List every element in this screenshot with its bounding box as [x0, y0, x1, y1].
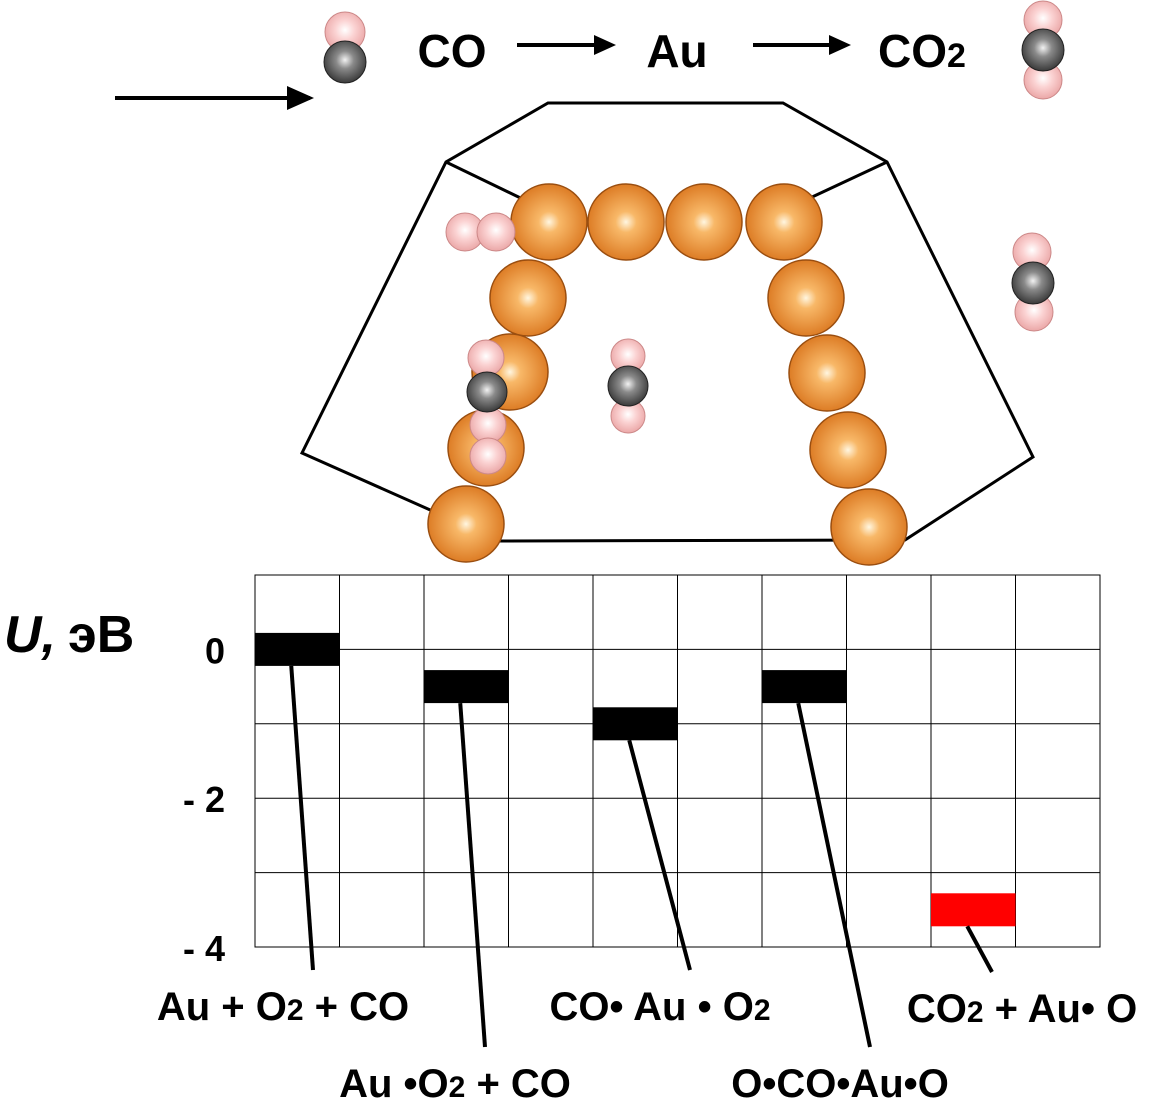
state-label-part: CO	[511, 1062, 571, 1103]
state-label-part: Au	[339, 1062, 403, 1103]
gold-atom	[489, 259, 567, 337]
co2-molecule-icon	[1021, 0, 1065, 100]
state-label-part: O	[256, 985, 287, 1029]
state-label-part: O	[731, 1062, 762, 1103]
state-label-part: O	[1095, 987, 1137, 1031]
leader-line	[796, 702, 872, 1048]
state-label-part: •	[1081, 987, 1095, 1031]
state-label-part: •	[904, 1062, 918, 1103]
state-label-part: +	[304, 985, 350, 1029]
state-label-part: •	[836, 1062, 850, 1103]
state-label-subscript: 2	[449, 1071, 466, 1103]
product-main: CO	[878, 25, 947, 77]
state-label: Au + O2 + CO	[157, 985, 409, 1029]
product-subscript: 2	[947, 37, 966, 75]
state-label-part: •	[404, 1062, 418, 1103]
state-label-part: O	[918, 1062, 949, 1103]
state-label-part: +	[465, 1062, 511, 1103]
state-label-part: CO	[349, 985, 409, 1029]
state-label-part: Au	[624, 985, 698, 1029]
reactant-label: CO	[418, 25, 487, 77]
state-label-part: CO	[907, 987, 967, 1031]
gold-atom	[427, 485, 505, 563]
state-label-subscript: 2	[967, 996, 984, 1029]
state-label-part: Au	[157, 985, 210, 1029]
y-axis-ticks: 0 - 2 - 4	[183, 630, 225, 969]
state-label: Au •O2 + CO	[339, 1062, 571, 1103]
co-o2-adsorbed-complex-icon	[466, 339, 508, 475]
state-label-subscript: 2	[287, 994, 304, 1027]
state-label-part: CO	[549, 985, 609, 1029]
energy-level-bar	[255, 632, 340, 666]
y-axis-symbol: U,	[4, 606, 56, 664]
reaction-header: CO Au CO2	[115, 0, 1065, 110]
state-label-part: •	[609, 985, 623, 1029]
incoming-arrow-head	[287, 86, 314, 110]
gold-atom	[745, 183, 823, 261]
y-axis-unit: эВ	[68, 606, 134, 664]
gold-atom	[809, 411, 887, 489]
chart-grid	[254, 574, 1101, 948]
energy-level-bar	[931, 893, 1016, 927]
product-label: CO2	[878, 25, 966, 77]
state-label-part: +	[984, 987, 1028, 1031]
state-label-part: CO	[776, 1062, 836, 1103]
co2-desorbed-molecule-icon	[1011, 232, 1055, 332]
gold-atom	[587, 183, 665, 261]
state-label-part: +	[210, 985, 256, 1029]
energy-level-bar	[424, 670, 509, 704]
state-label: O•CO•Au•O	[731, 1062, 949, 1103]
arrow-2-head	[829, 35, 851, 55]
gold-atom	[788, 334, 866, 412]
state-label-part: O	[712, 985, 754, 1029]
state-label-part: •	[698, 985, 712, 1029]
state-label-part: Au	[1028, 987, 1081, 1031]
y-tick-label: - 2	[183, 779, 225, 820]
energy-level-bar	[762, 670, 847, 704]
arrow-1-head	[594, 35, 616, 55]
o2-adsorbed-molecule-icon	[445, 212, 516, 252]
gold-atom	[830, 488, 908, 566]
energy-level-bar	[593, 707, 678, 741]
state-label-part: Au	[850, 1062, 903, 1103]
co-center-molecule-icon	[607, 338, 649, 434]
gold-atom	[665, 183, 743, 261]
y-axis-title: U,эВ	[4, 606, 134, 664]
leader-line	[965, 925, 994, 973]
gold-atom	[510, 183, 588, 261]
state-label: CO• Au • O2	[549, 985, 770, 1029]
support-polyhedron	[299, 101, 1035, 543]
y-tick-label: 0	[205, 630, 225, 671]
energy-levels	[255, 632, 1016, 1048]
catalyst-label: Au	[646, 25, 707, 77]
state-label-subscript: 2	[754, 994, 771, 1027]
leader-line	[289, 665, 315, 971]
leader-line	[458, 702, 487, 1048]
y-tick-label: - 4	[183, 928, 225, 969]
co-molecule-icon	[323, 11, 367, 84]
leader-line	[627, 739, 692, 971]
gold-atom	[767, 259, 845, 337]
state-label: CO2 + Au• O	[907, 987, 1137, 1031]
state-label-part: O	[418, 1062, 449, 1103]
state-label-part: •	[762, 1062, 776, 1103]
